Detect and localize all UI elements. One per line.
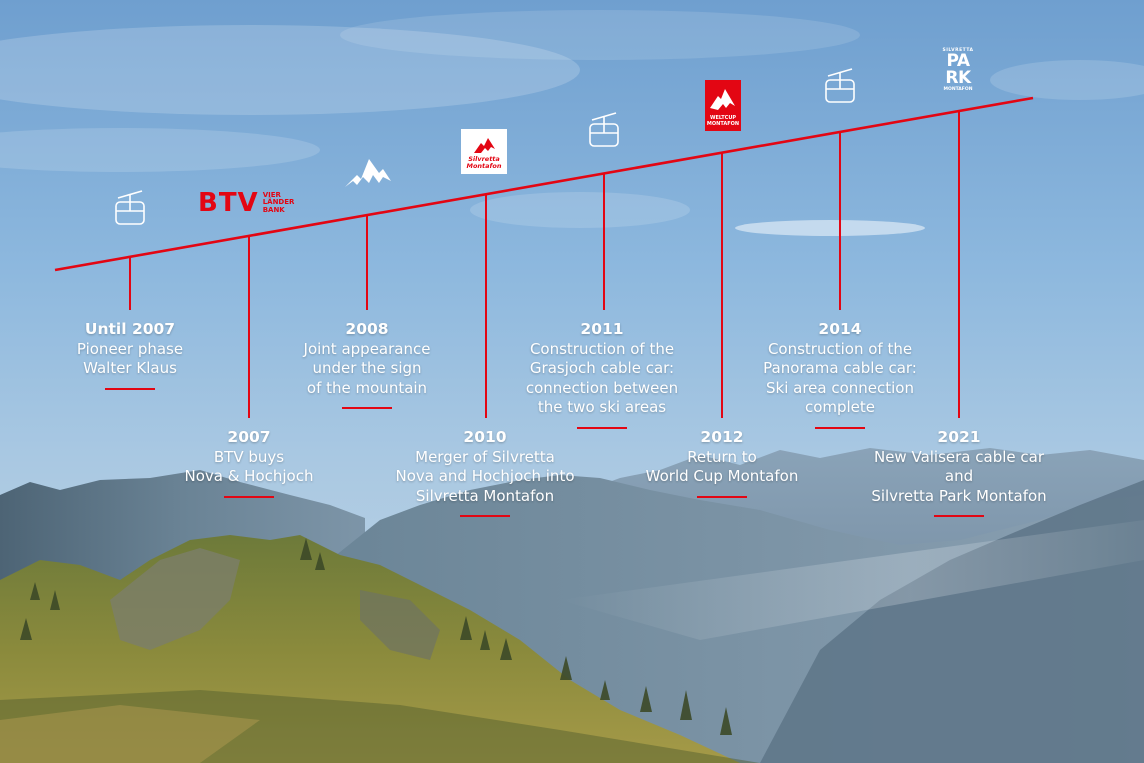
weltcup-logo-line: WELTCUP	[709, 115, 737, 121]
weltcup-montafon-logo: WELTCUP MONTAFON	[705, 80, 741, 131]
milestone-description: Joint appearance under the sign of the m…	[303, 339, 431, 397]
silvretta-logo-line: Montafon	[466, 162, 502, 170]
park-logo-bottom: MONTAFON	[943, 87, 973, 92]
milestone-description: Construction of the Panorama cable car: …	[763, 339, 917, 417]
milestone-2021: 2021 New Valisera cable car and Silvrett…	[844, 428, 1074, 517]
gondola-icon	[115, 190, 145, 225]
weltcup-mountain-icon	[710, 89, 735, 110]
park-logo-top: SILVRETTA	[942, 48, 974, 53]
milestone-year: 2014	[818, 320, 862, 338]
silvretta-mountain-icon	[474, 138, 495, 153]
milestone-2012: 2012 Return to World Cup Montafon	[607, 428, 837, 498]
btv-logo: BTV VIER LÄNDER BANK	[198, 190, 294, 216]
milestone-description: BTV buys Nova & Hochjoch	[184, 447, 314, 486]
btv-logo-text: BTV	[198, 188, 259, 218]
park-logo-main-line: RK	[945, 68, 971, 88]
milestone-underline	[577, 426, 627, 429]
milestone-underline	[342, 407, 392, 409]
milestone-underline	[697, 495, 747, 498]
milestone-description: Pioneer phase Walter Klaus	[76, 339, 184, 378]
milestone-2007: 2007 BTV buys Nova & Hochjoch	[134, 428, 364, 498]
milestone-year: 2008	[345, 320, 389, 338]
btv-sub-line: LÄNDER	[262, 198, 295, 207]
milestone-2010: 2010 Merger of Silvretta Nova and Hochjo…	[370, 428, 600, 517]
milestone-2011: 2011 Construction of the Grasjoch cable …	[487, 320, 717, 429]
milestone-description: New Valisera cable car and Silvretta Par…	[871, 447, 1047, 505]
milestone-description: Construction of the Grasjoch cable car: …	[525, 339, 679, 417]
milestone-until-2007: Until 2007 Pioneer phase Walter Klaus	[15, 320, 245, 390]
milestone-underline	[105, 387, 155, 390]
milestone-underline	[815, 426, 865, 429]
silvretta-montafon-logo: Silvretta Montafon	[461, 129, 507, 174]
milestone-description: Return to World Cup Montafon	[645, 447, 799, 486]
btv-sub-line: VIER	[262, 190, 281, 199]
milestone-underline	[934, 515, 984, 517]
milestone-year: Until 2007	[84, 320, 176, 338]
gondola-icon	[825, 68, 855, 103]
milestone-year: 2021	[937, 428, 981, 446]
milestone-year: 2007	[227, 428, 271, 446]
park-logo-main-line: PA	[946, 51, 970, 71]
mountain-icon	[345, 159, 391, 187]
gondola-icon	[589, 112, 619, 147]
btv-logo-subtext: VIER LÄNDER BANK	[262, 190, 295, 215]
milestone-year: 2012	[700, 428, 744, 446]
milestone-description: Merger of Silvretta Nova and Hochjoch in…	[395, 447, 575, 505]
silvretta-logo-line: Silvretta	[468, 155, 500, 163]
weltcup-logo-line: MONTAFON	[706, 121, 740, 127]
milestone-year: 2011	[580, 320, 624, 338]
milestone-underline	[460, 515, 510, 517]
silvretta-park-logo: SILVRETTA PA RK MONTAFON	[938, 48, 978, 92]
btv-sub-line: BANK	[262, 205, 285, 214]
milestone-2014: 2014 Construction of the Panorama cable …	[725, 320, 955, 429]
milestone-2008: 2008 Joint appearance under the sign of …	[252, 320, 482, 409]
milestone-year: 2010	[463, 428, 507, 446]
milestone-underline	[224, 495, 274, 498]
timeline-main-line	[54, 96, 1034, 272]
